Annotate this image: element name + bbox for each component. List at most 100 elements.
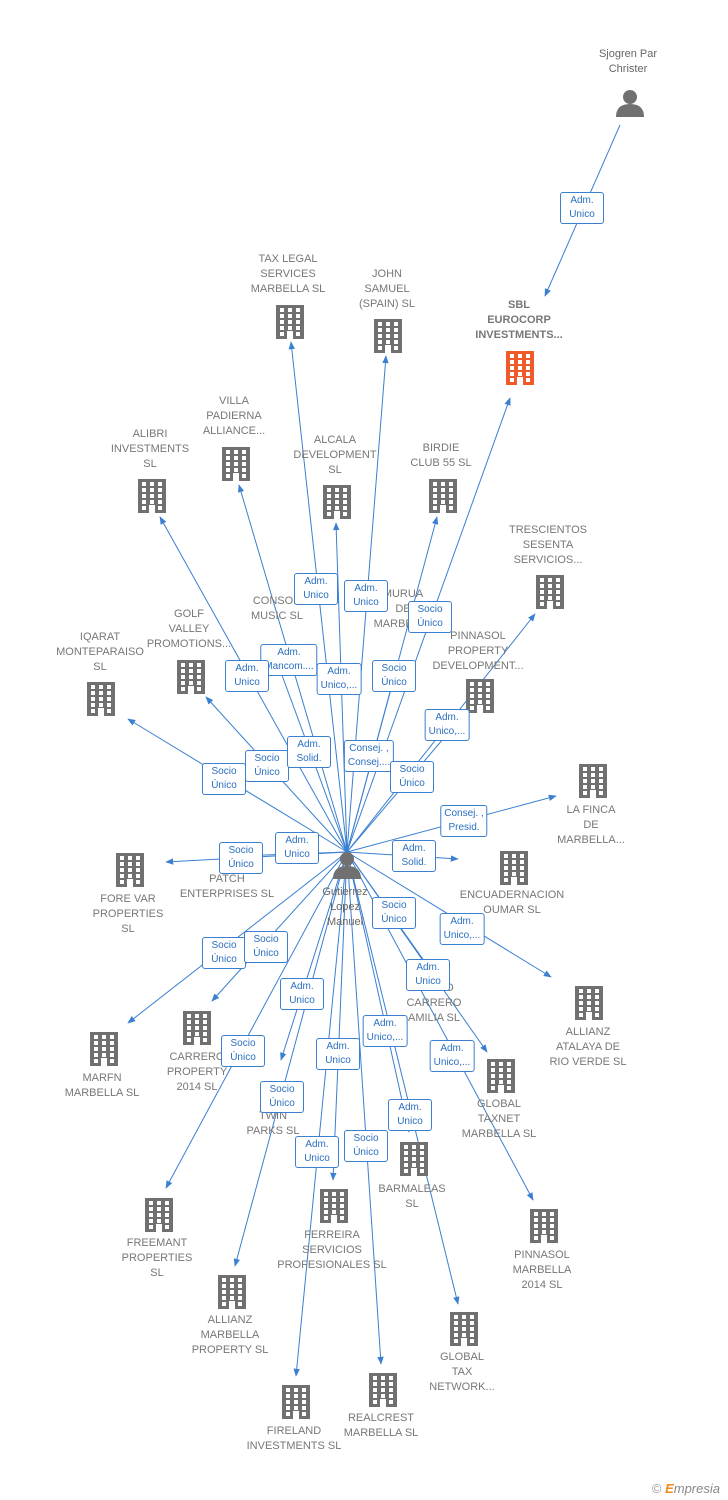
edge-label-c-pinprop[interactable]: Socio Único xyxy=(390,761,434,793)
node-tax[interactable]: TAX LEGAL SERVICES MARBELLA SL xyxy=(226,252,350,297)
edge-label-c-patch[interactable]: Adm. Unico xyxy=(275,832,319,864)
node-label-tax: TAX LEGAL SERVICES MARBELLA SL xyxy=(250,253,326,295)
edge-label-c-tax[interactable]: Adm. Unico xyxy=(294,573,338,605)
edge-label-c-fireland[interactable]: Adm. Unico xyxy=(295,1136,339,1168)
allmarb-building-icon xyxy=(218,1275,246,1309)
node-forevar[interactable]: FORE VAR PROPERTIES SL xyxy=(66,892,190,937)
freemant-building-icon xyxy=(145,1198,173,1232)
node-carrero14[interactable]: CARRERO PROPERTY 2014 SL xyxy=(135,1050,259,1095)
node-consor[interactable]: CONSOR MUSIC SL xyxy=(215,594,339,624)
node-marfn[interactable]: MARFN MARBELLA SL xyxy=(40,1071,164,1101)
node-label-forevar: FORE VAR PROPERTIES SL xyxy=(92,893,164,935)
finca-building-icon xyxy=(579,764,607,798)
node-label-barmal: BARMALEAS SL xyxy=(378,1183,446,1210)
node-pinmar[interactable]: PINNASOL MARBELLA 2014 SL xyxy=(480,1248,604,1293)
node-fireland[interactable]: FIRELAND INVESTMENTS SL xyxy=(232,1424,356,1454)
center-person-icon xyxy=(333,852,361,879)
node-label-villa: VILLA PADIERNA ALLIANCE... xyxy=(202,395,266,437)
node-encuad[interactable]: ENCUADERNACION OUMAR SL xyxy=(450,888,574,918)
node-label-alcala: ALCALA DEVELOPMENT SL xyxy=(293,434,377,476)
node-finca[interactable]: LA FINCA DE MARBELLA... xyxy=(529,803,653,848)
edge-label-c-golf[interactable]: Socio Único xyxy=(245,750,289,782)
edge-label-c-atalaya[interactable]: Adm. Unico,... xyxy=(439,913,485,945)
edge-label-c-encuad[interactable]: Adm. Solid. xyxy=(392,840,436,872)
edge-label-c-freemant[interactable]: Socio Único xyxy=(221,1035,265,1067)
edge-label-c-twin[interactable]: Adm. Unico xyxy=(280,978,324,1010)
node-tres[interactable]: TRESCIENTOS SESENTA SERVICIOS... xyxy=(486,523,610,568)
brand-logo-text: mpresia xyxy=(673,1481,720,1496)
edge-label-c-iqarat[interactable]: Socio Único xyxy=(202,763,246,795)
node-alcala[interactable]: ALCALA DEVELOPMENT SL xyxy=(273,433,397,478)
edge-label-c-villa[interactable]: Adm. Mancom.... xyxy=(260,644,318,676)
edge-label-c-birdie[interactable]: Socio Único xyxy=(372,660,416,692)
edge-label-c-carrero14[interactable]: Socio Único xyxy=(244,931,288,963)
edge-label-c-alcala[interactable]: Adm. Unico,... xyxy=(316,663,362,695)
iqarat-building-icon xyxy=(87,682,115,716)
edge-label-c-globnet[interactable]: Adm. Unico xyxy=(406,959,450,991)
node-label-sbl: SBL EUROCORP INVESTMENTS... xyxy=(475,299,563,341)
node-sbl[interactable]: SBL EUROCORP INVESTMENTS... xyxy=(457,298,581,343)
node-atalaya[interactable]: ALLIANZ ATALAYA DE RIO VERDE SL xyxy=(526,1025,650,1070)
villa-building-icon xyxy=(222,447,250,481)
top-person-icon xyxy=(616,90,644,117)
edge-label-p-sbl[interactable]: Adm. Unico xyxy=(560,192,604,224)
edge-label-c-john[interactable]: Adm. Unico xyxy=(344,580,388,612)
icons-layer xyxy=(87,90,644,1419)
node-label-atalaya: ALLIANZ ATALAYA DE RIO VERDE SL xyxy=(549,1026,627,1068)
edge-label-c-ferreira[interactable]: Adm. Unico xyxy=(316,1038,360,1070)
tres-building-icon xyxy=(536,575,564,609)
edge-label-c-forevar[interactable]: Socio Único xyxy=(219,842,263,874)
edge-c-barmal xyxy=(346,851,411,1133)
node-patch[interactable]: PATCH ENTERPRISES SL xyxy=(165,872,289,902)
node-golf[interactable]: GOLF VALLEY PROMOTIONS... xyxy=(127,607,251,652)
brand-footer[interactable]: © Empresia xyxy=(652,1481,720,1496)
edge-label-c-allmarb[interactable]: Socio Único xyxy=(260,1081,304,1113)
alcala-building-icon xyxy=(323,485,351,519)
sbl-building-icon xyxy=(506,351,534,385)
edge-label-c-alibri[interactable]: Adm. Unico xyxy=(225,660,269,692)
ferreira-building-icon xyxy=(320,1189,348,1223)
edge-label-c-globtax[interactable]: Adm. Unico,... xyxy=(362,1015,408,1047)
node-realcrest[interactable]: REALCREST MARBELLA SL xyxy=(319,1411,443,1441)
node-freemant[interactable]: FREEMANT PROPERTIES SL xyxy=(95,1236,219,1281)
edge-label-c-tres[interactable]: Adm. Unico,... xyxy=(424,709,470,741)
node-allmarb[interactable]: ALLIANZ MARBELLA PROPERTY SL xyxy=(168,1313,292,1358)
node-villa[interactable]: VILLA PADIERNA ALLIANCE... xyxy=(172,394,296,439)
node-label-marfn: MARFN MARBELLA SL xyxy=(64,1072,140,1099)
edge-c-carrero14 xyxy=(211,851,348,1002)
edge-label-c-realcrest[interactable]: Socio Único xyxy=(344,1130,388,1162)
node-pinprop[interactable]: PINNASOL PROPERTY DEVELOPMENT... xyxy=(416,629,540,674)
node-label-c: Gutierrez Lopez Manuel xyxy=(322,886,368,928)
node-p[interactable]: Sjogren Par Christer xyxy=(566,47,690,77)
edge-label-c-finca[interactable]: Consej. , Presid. xyxy=(440,805,488,837)
alibri-building-icon xyxy=(138,479,166,513)
node-ferreira[interactable]: FERREIRA SERVICIOS PROFESIONALES SL xyxy=(270,1228,394,1273)
node-label-ferreira: FERREIRA SERVICIOS PROFESIONALES SL xyxy=(277,1229,387,1271)
node-john[interactable]: JOHN SAMUEL (SPAIN) SL xyxy=(325,267,449,312)
edge-label-c-murua[interactable]: Consej. , Consej.... xyxy=(343,740,395,772)
node-globnet[interactable]: GLOBAL TAX NETWORK... xyxy=(400,1350,524,1395)
edge-c-globtax xyxy=(346,851,488,1053)
carrero14-building-icon xyxy=(183,1011,211,1045)
node-barmal[interactable]: BARMALEAS SL xyxy=(350,1182,474,1212)
node-label-allmarb: ALLIANZ MARBELLA PROPERTY SL xyxy=(191,1314,269,1356)
node-label-john: JOHN SAMUEL (SPAIN) SL xyxy=(358,268,416,310)
birdie-building-icon xyxy=(429,479,457,513)
golf-building-icon xyxy=(177,660,205,694)
node-birdie[interactable]: BIRDIE CLUB 55 SL xyxy=(379,441,503,471)
edge-label-c-sbl[interactable]: Socio Único xyxy=(408,601,452,633)
brand-logo-letter: E xyxy=(665,1481,674,1496)
edge-c-realcrest xyxy=(346,851,384,1365)
edge-label-c-barmal[interactable]: Adm. Unico xyxy=(388,1099,432,1131)
edge-label-c-dcarrero[interactable]: Socio Único xyxy=(372,897,416,929)
node-iqarat[interactable]: IQARAT MONTEPARAISO SL xyxy=(38,630,162,675)
node-alibri[interactable]: ALIBRI INVESTMENTS SL xyxy=(88,427,212,472)
node-label-fireland: FIRELAND INVESTMENTS SL xyxy=(246,1425,342,1452)
node-twin[interactable]: TWIN PARKS SL xyxy=(211,1109,335,1139)
pinprop-building-icon xyxy=(466,679,494,713)
edge-label-c-marfn[interactable]: Socio Único xyxy=(202,937,246,969)
node-globtax[interactable]: GLOBAL TAXNET MARBELLA SL xyxy=(437,1097,561,1142)
edge-label-c-pinmar[interactable]: Adm. Unico,... xyxy=(429,1040,475,1072)
node-c[interactable]: Gutierrez Lopez Manuel xyxy=(283,885,407,930)
edge-label-c-consor[interactable]: Adm. Solid. xyxy=(287,736,331,768)
